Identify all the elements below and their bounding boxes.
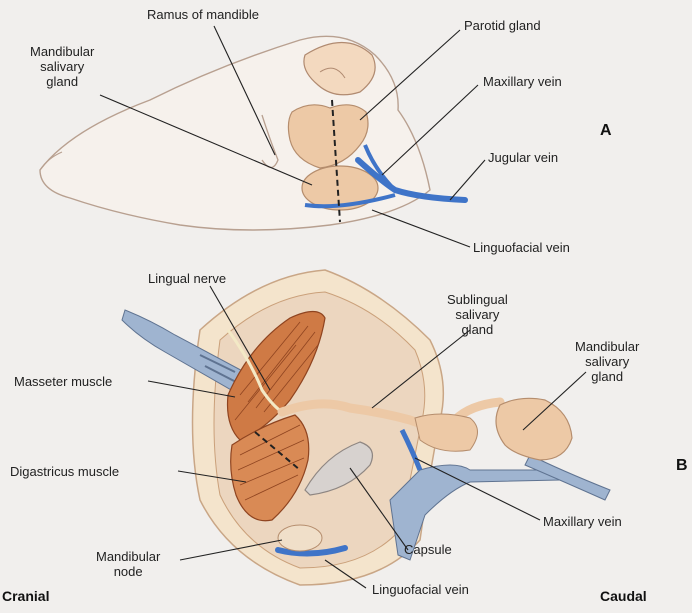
- maxillary-vein-a: [363, 144, 397, 192]
- jugular-vein-a: [355, 157, 468, 203]
- capsule-opening: [304, 441, 373, 496]
- maxillary-vein-b: [399, 428, 423, 471]
- panel-label-a: A: [600, 122, 612, 139]
- panel-b-leader-lines: [147, 285, 587, 589]
- linguofacial-vein-b: [275, 545, 348, 557]
- label-sublingual-salivary-gland: Sublingual salivary gland: [447, 292, 508, 337]
- label-jugular-vein: Jugular vein: [488, 150, 559, 165]
- right-retractor: [389, 464, 561, 561]
- nose-outline: [39, 151, 63, 171]
- sublingual-gland-duct: [277, 397, 505, 431]
- panel-b-drawing: [121, 269, 611, 589]
- digastricus-muscle-shape: [230, 414, 310, 522]
- label-digastricus-muscle: Digastricus muscle: [10, 464, 120, 479]
- incision-line-a: [331, 99, 341, 223]
- label-maxillary-vein-a: Maxillary vein: [483, 74, 562, 89]
- parotid-gland-shape: [287, 104, 369, 169]
- ear-inner: [319, 67, 346, 79]
- panel-a-leader-lines: [99, 25, 486, 248]
- retractor-teeth: [199, 354, 239, 384]
- label-maxillary-vein-b: Maxillary vein: [543, 514, 622, 529]
- label-capsule: Capsule: [404, 542, 452, 557]
- label-parotid-gland: Parotid gland: [464, 18, 541, 33]
- label-mandibular-salivary-gland-b: Mandibular salivary gland: [575, 339, 640, 384]
- label-linguofacial-vein-b: Linguofacial vein: [372, 582, 469, 597]
- mandibular-node-shape: [277, 524, 323, 552]
- mandibular-gland-b-shape: [495, 397, 573, 461]
- gland-mass-b: [414, 413, 478, 452]
- label-cranial: Cranial: [2, 588, 50, 604]
- lingual-nerve-shape: [226, 329, 283, 414]
- label-caudal: Caudal: [600, 588, 647, 604]
- label-linguofacial-vein-a: Linguofacial vein: [473, 240, 570, 255]
- label-mandibular-salivary-gland-a: Mandibular salivary gland: [30, 44, 95, 89]
- gland-retractor: [524, 454, 611, 501]
- label-ramus-of-mandible: Ramus of mandible: [147, 7, 259, 22]
- linguofacial-vein-a: [304, 193, 396, 209]
- ear-outline: [303, 42, 376, 96]
- digastricus-striations: [237, 424, 305, 501]
- panel-a-drawing: [39, 25, 486, 248]
- label-masseter-muscle: Masseter muscle: [14, 374, 113, 389]
- label-lingual-nerve: Lingual nerve: [148, 271, 227, 286]
- label-mandibular-node: Mandibular node: [96, 549, 161, 579]
- panel-label-b: B: [676, 457, 688, 474]
